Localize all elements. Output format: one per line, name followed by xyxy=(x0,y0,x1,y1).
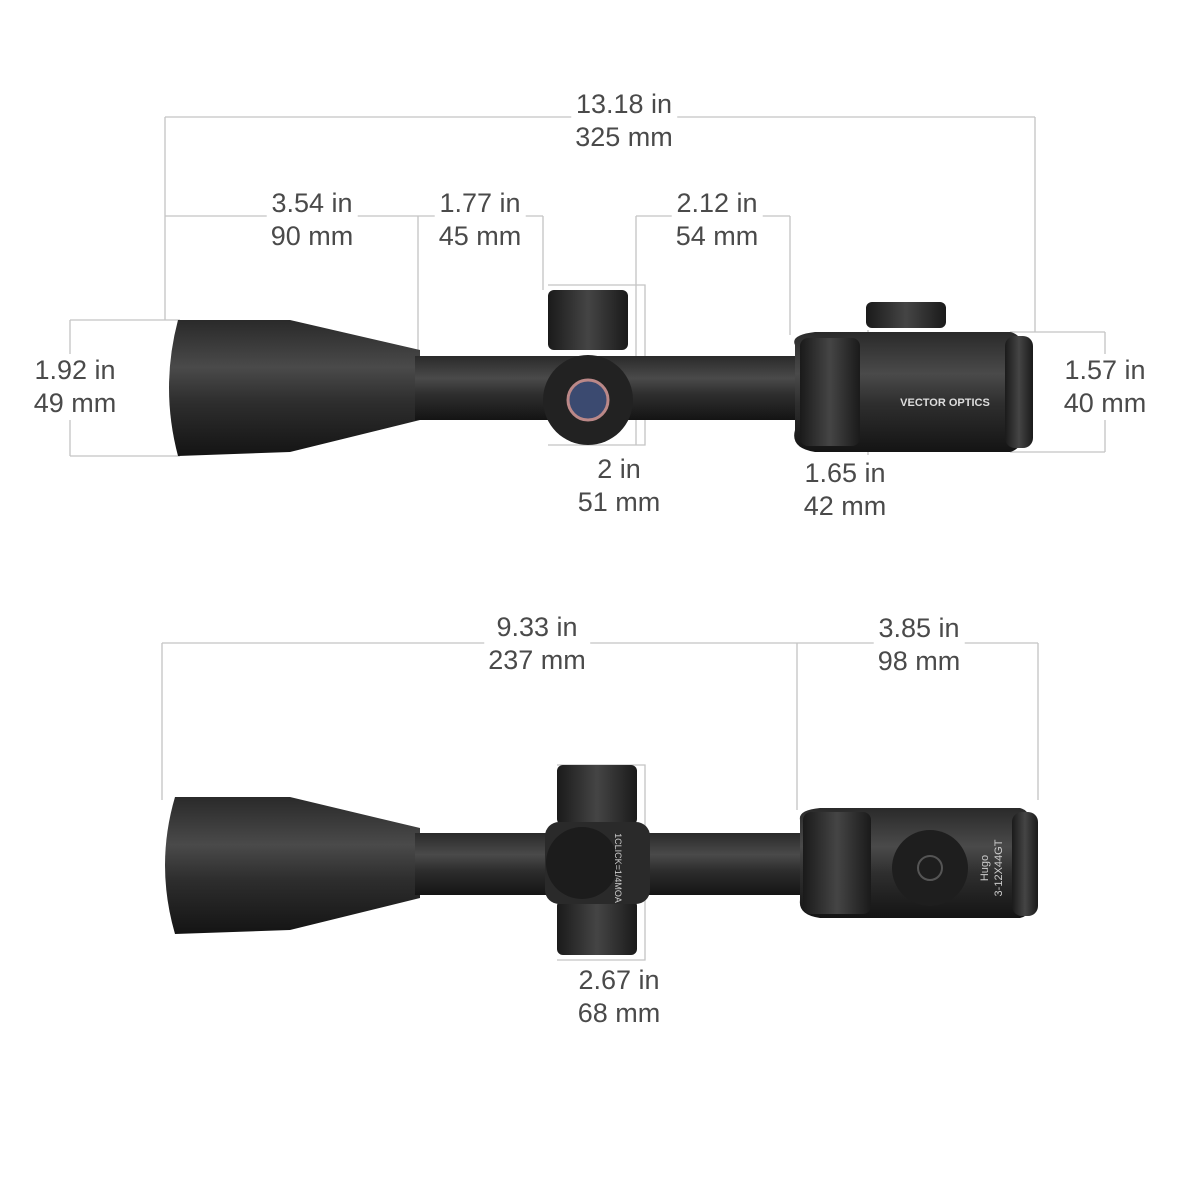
scope-top-view: Hugo 3-12X44GT 1CLICK=1/4MOA xyxy=(165,765,1038,955)
vector-optics-logo-icon xyxy=(566,378,610,422)
scope-side-view: VECTOR OPTICS xyxy=(169,290,1033,456)
turret-click-text: 1CLICK=1/4MOA xyxy=(613,833,623,903)
model-name-text: Hugo xyxy=(979,855,991,881)
model-designation-text: 3-12X44GT xyxy=(993,839,1005,896)
brand-logo-text: VECTOR OPTICS xyxy=(900,397,990,409)
